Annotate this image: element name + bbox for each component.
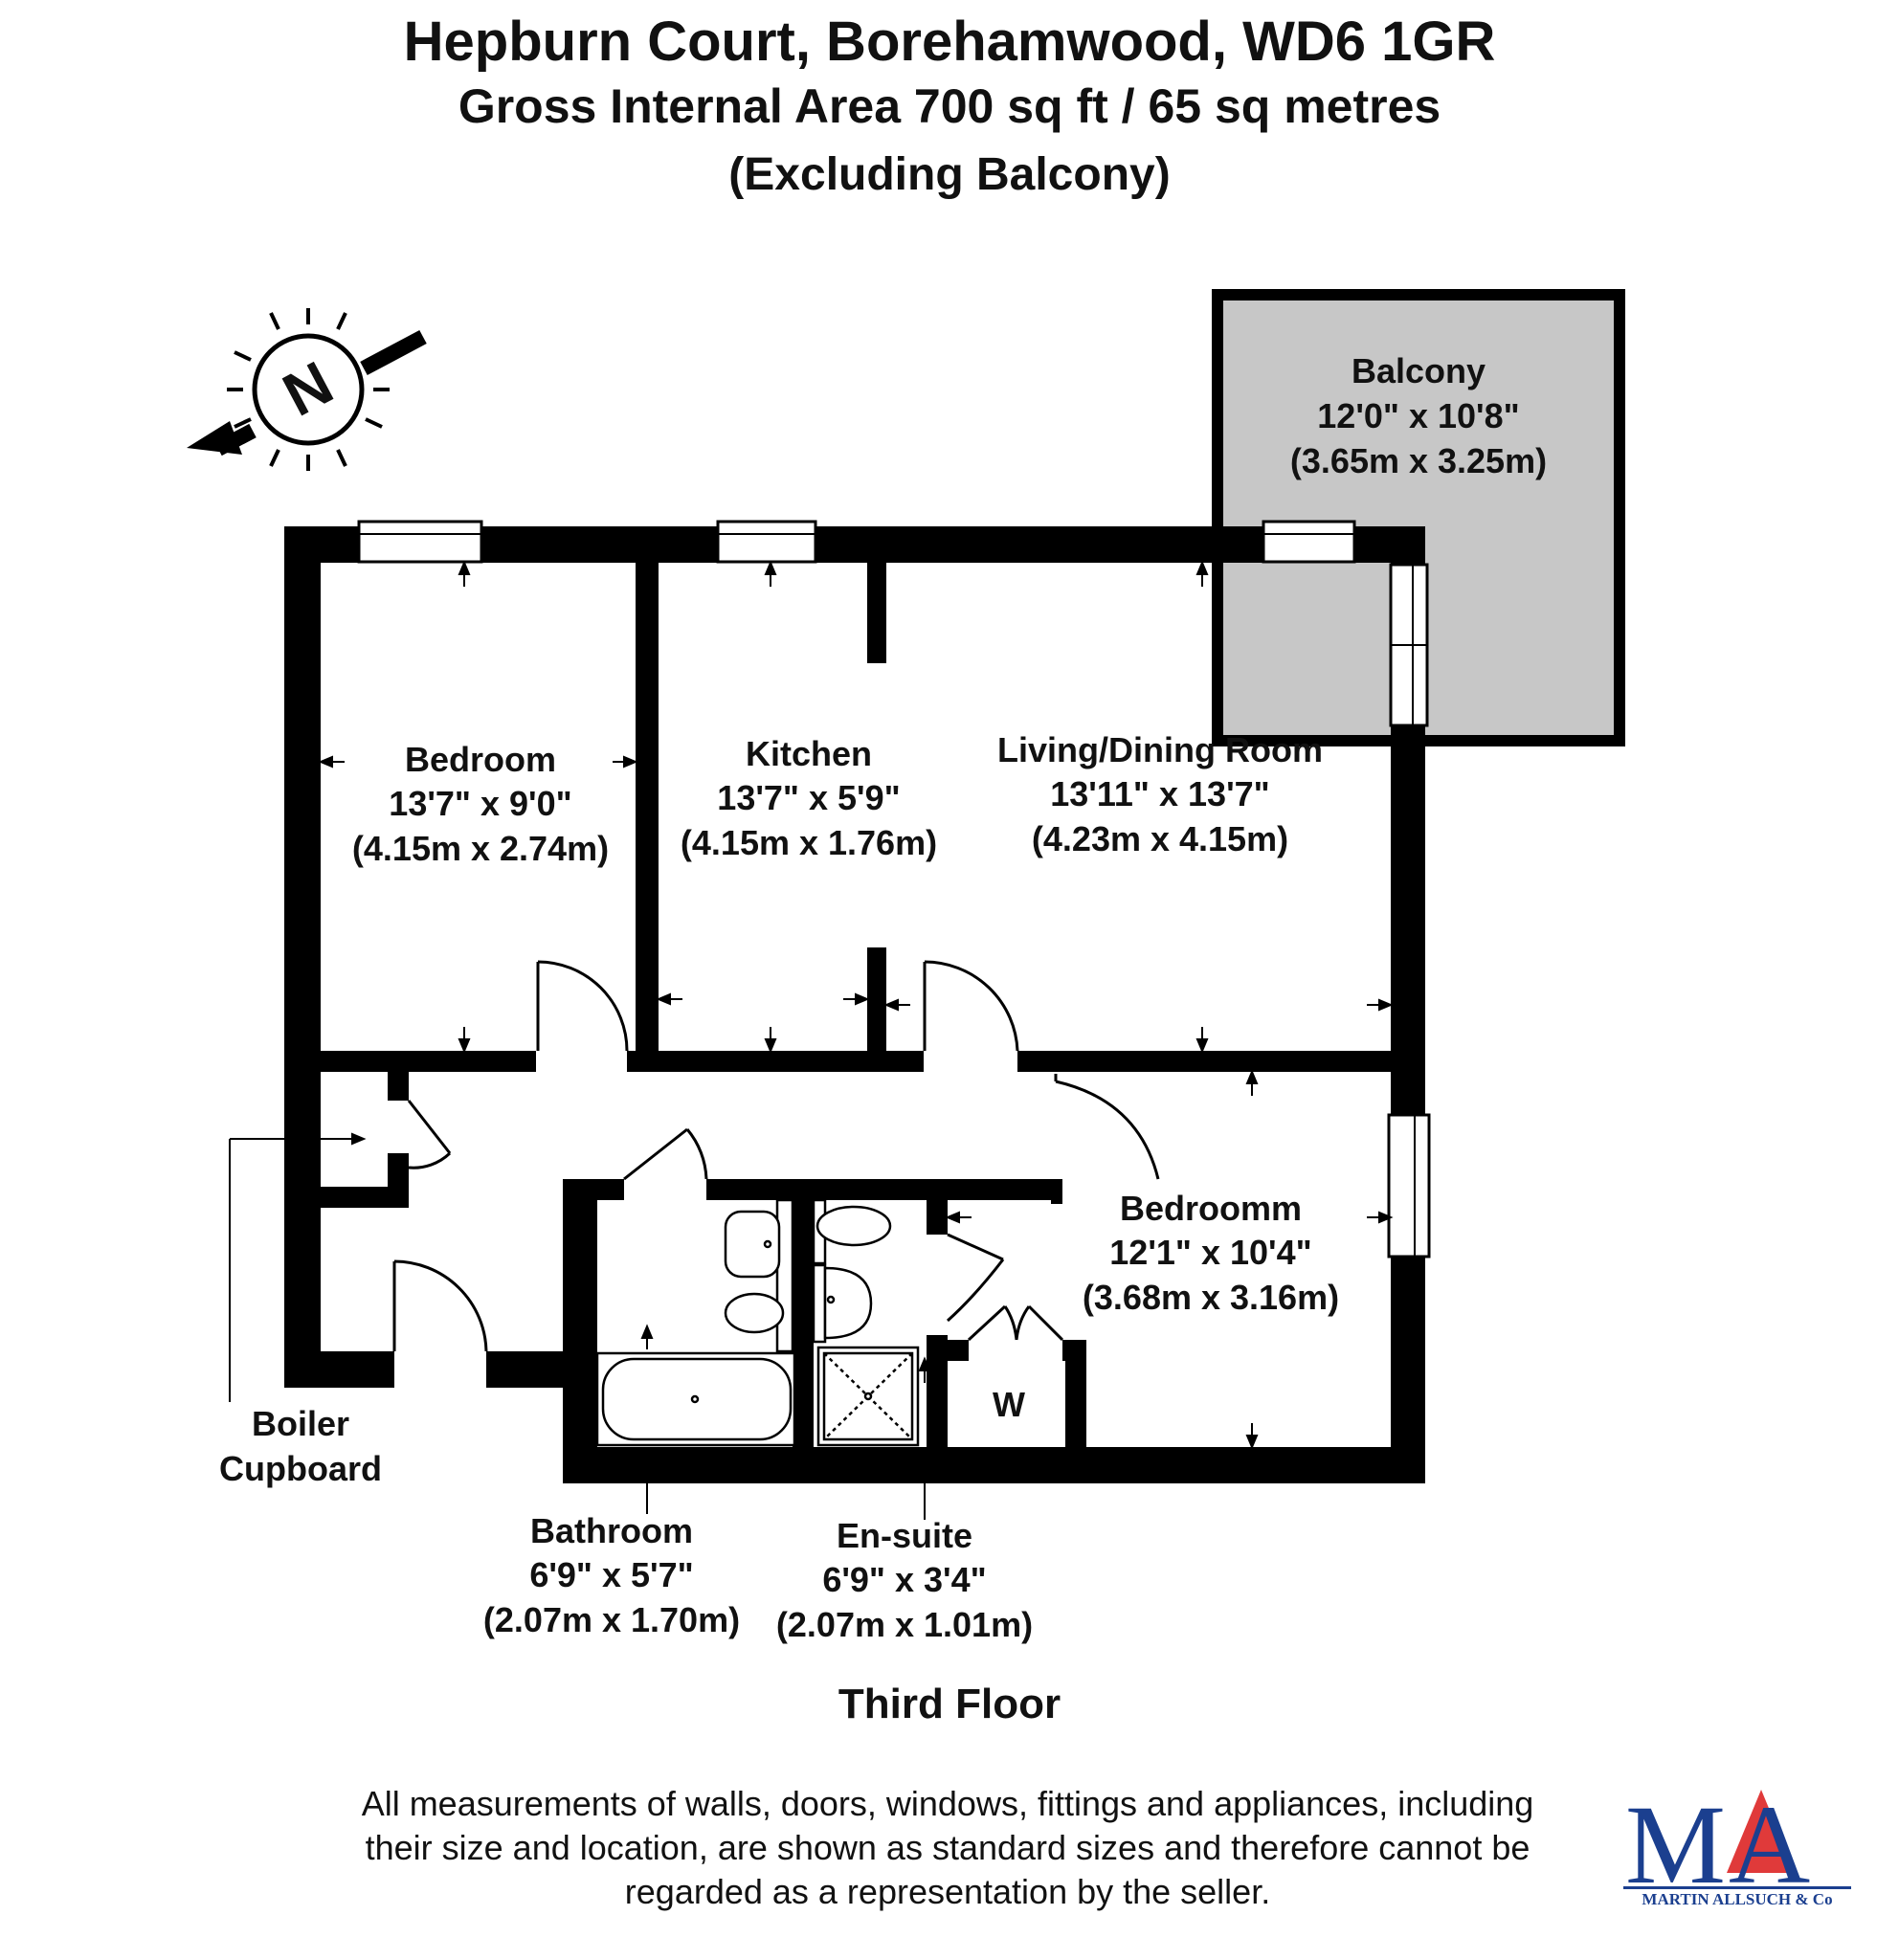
area-subtitle: Gross Internal Area 700 sq ft / 65 sq me… — [458, 79, 1441, 133]
living-name: Living/Dining Room — [997, 730, 1323, 769]
room-labels: Balcony 12'0" x 10'8" (3.65m x 3.25m) Be… — [219, 351, 1547, 1727]
bathroom-metric: (2.07m x 1.70m) — [483, 1600, 740, 1639]
living-metric: (4.23m x 4.15m) — [1032, 819, 1288, 858]
logo-triangle-icon — [1727, 1790, 1796, 1873]
ensuite-name: En-suite — [837, 1516, 972, 1555]
boiler-label-line1: Boiler — [252, 1404, 349, 1443]
bathroom-name: Bathroom — [530, 1511, 693, 1550]
wardrobe-label: W — [993, 1385, 1025, 1424]
north-compass-icon: N — [187, 308, 427, 471]
disclaimer: All measurements of walls, doors, window… — [287, 1782, 1608, 1914]
disclaimer-line2: their size and location, are shown as st… — [365, 1828, 1530, 1867]
bedroom2-name: Bedroomm — [1120, 1189, 1302, 1228]
bedroom1-imperial: 13'7" x 9'0" — [389, 784, 571, 823]
disclaimer-line3: regarded as a representation by the sell… — [624, 1872, 1271, 1911]
logo-company-name: MARTIN ALLSUCH & Co — [1642, 1890, 1832, 1908]
bedroom1-name: Bedroom — [405, 740, 556, 779]
bedroom1-metric: (4.15m x 2.74m) — [352, 829, 609, 868]
kitchen-imperial: 13'7" x 5'9" — [717, 778, 900, 817]
balcony-name: Balcony — [1352, 351, 1486, 390]
living-imperial: 13'11" x 13'7" — [1050, 774, 1269, 813]
windows — [357, 520, 1431, 1258]
area-note: (Excluding Balcony) — [728, 149, 1171, 200]
doors — [392, 960, 1160, 1352]
address-title: Hepburn Court, Borehamwood, WD6 1GR — [403, 11, 1496, 73]
company-logo: M A MARTIN ALLSUCH & Co — [1623, 1785, 1851, 1908]
disclaimer-line1: All measurements of walls, doors, window… — [361, 1784, 1534, 1823]
bathroom-fixtures — [595, 1198, 920, 1447]
measurement-arrows — [229, 560, 1394, 1520]
floor-label: Third Floor — [838, 1681, 1061, 1727]
balcony-imperial: 12'0" x 10'8" — [1317, 396, 1519, 435]
kitchen-name: Kitchen — [746, 734, 872, 773]
balcony-metric: (3.65m x 3.25m) — [1290, 441, 1547, 480]
boiler-label-line2: Cupboard — [219, 1449, 382, 1488]
ensuite-imperial: 6'9" x 3'4" — [822, 1560, 986, 1599]
kitchen-metric: (4.15m x 1.76m) — [681, 823, 937, 862]
bedroom2-imperial: 12'1" x 10'4" — [1109, 1233, 1311, 1272]
ensuite-metric: (2.07m x 1.01m) — [776, 1605, 1033, 1644]
bedroom2-metric: (3.68m x 3.16m) — [1083, 1278, 1339, 1317]
bathroom-imperial: 6'9" x 5'7" — [529, 1555, 693, 1594]
